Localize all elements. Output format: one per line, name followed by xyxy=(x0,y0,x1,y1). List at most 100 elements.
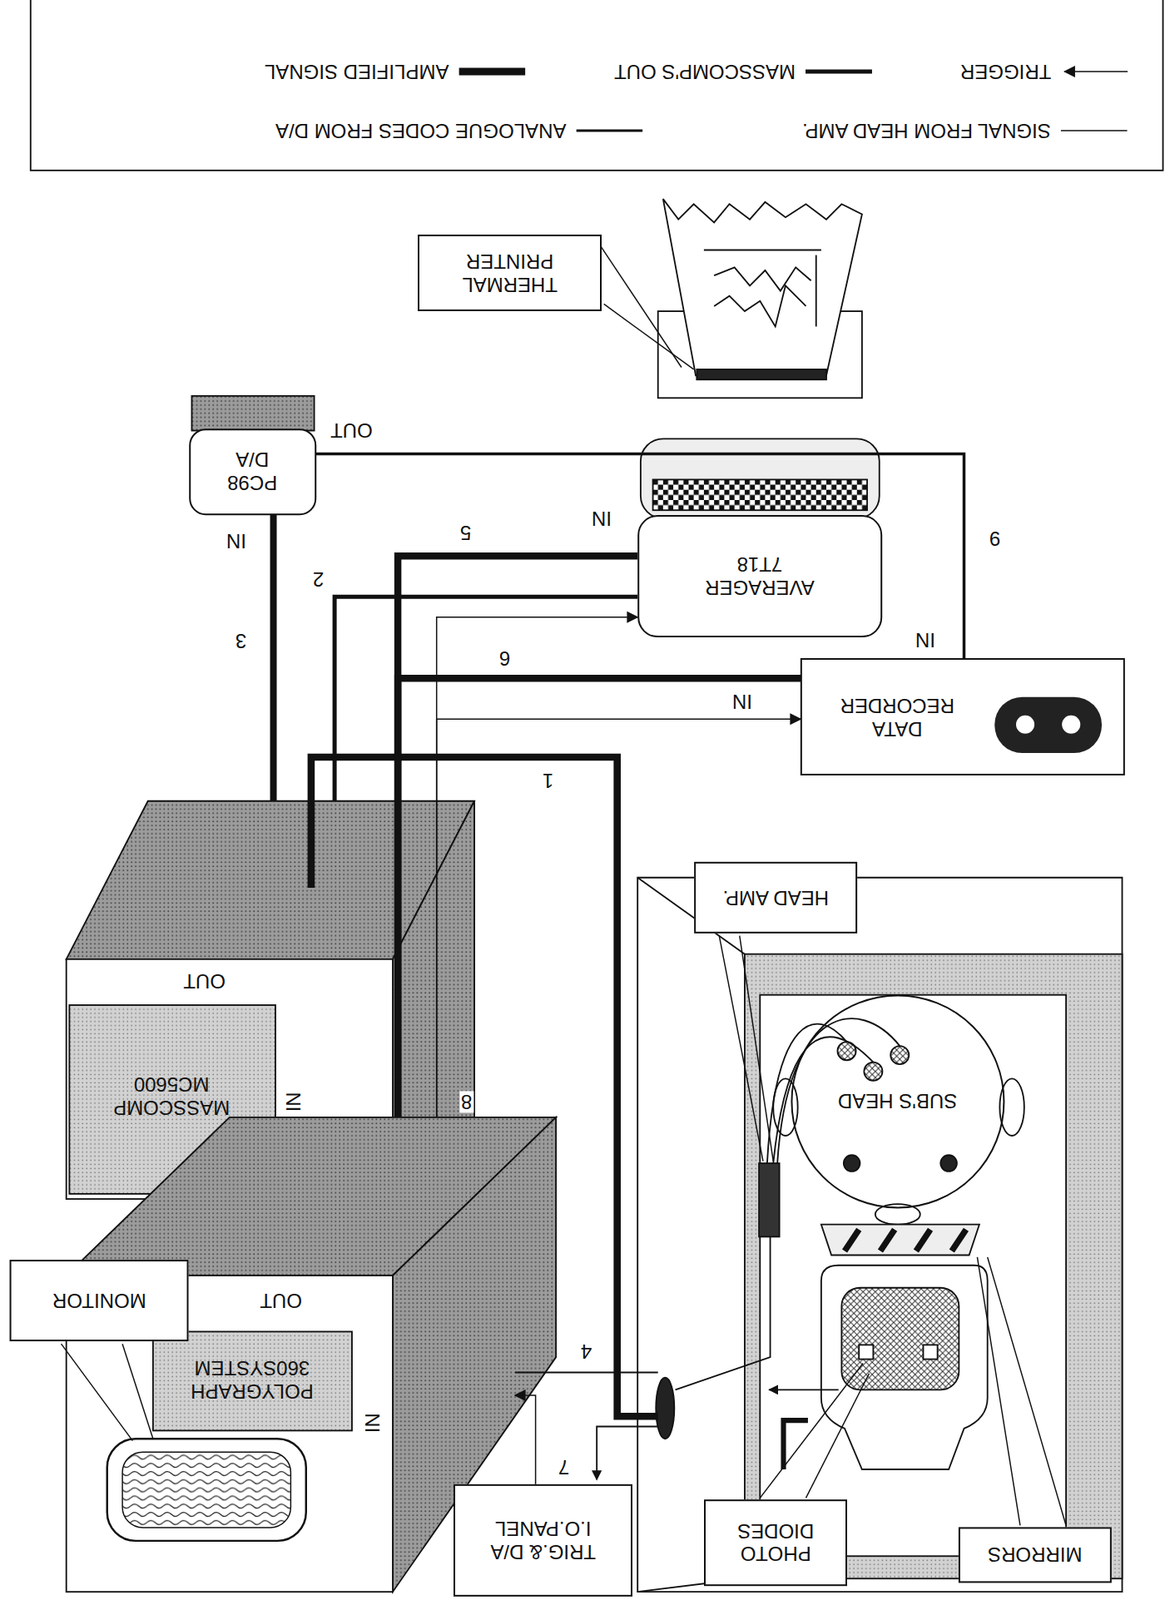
tape-reel xyxy=(1016,715,1035,734)
legend-line xyxy=(459,67,526,75)
booth-wires xyxy=(311,757,659,1480)
callout-number: 8 xyxy=(459,1090,474,1113)
thermal-printer-figure xyxy=(815,255,818,328)
subject-booth xyxy=(940,1155,957,1172)
callout-number: 5 xyxy=(458,521,473,544)
thermal-printer-figure xyxy=(713,267,811,291)
leader-line xyxy=(599,244,682,367)
subject-booth xyxy=(773,1078,798,1136)
legend-text: AMPLIFIED SIGNAL xyxy=(264,59,449,84)
legend-swatch xyxy=(1060,63,1128,80)
port-label: IN xyxy=(913,629,937,651)
subject-booth xyxy=(916,1229,931,1252)
averager-box: AVERAGER 7T18 xyxy=(637,515,883,638)
legend-item: TRIGGER xyxy=(960,59,1128,84)
port-label: IN xyxy=(589,507,614,530)
averager-cap xyxy=(653,479,868,511)
signal-line xyxy=(397,555,638,1117)
thermal-printer-figure xyxy=(663,198,863,376)
node-text: HEAD AMP. xyxy=(722,886,829,910)
node-text: SUB'S HEAD xyxy=(837,1090,957,1114)
booth-wires xyxy=(311,757,659,1417)
node-text: POLYGRAPH 360SYSTEM xyxy=(164,1357,338,1403)
legend-line xyxy=(805,69,873,74)
leader-line xyxy=(739,936,774,1162)
subject-booth xyxy=(858,1344,873,1359)
converter-box: PC98 D/A xyxy=(188,428,317,516)
averager-cap xyxy=(640,438,880,519)
legend-swatch xyxy=(1060,122,1127,139)
subject-booth xyxy=(841,1288,959,1391)
leader-line xyxy=(987,1257,1066,1527)
subject-booth xyxy=(637,877,1122,1592)
callout-number: 1 xyxy=(540,769,556,792)
leader-line xyxy=(759,1363,863,1498)
node-text: DATA RECORDER xyxy=(831,694,964,740)
callout-number: 2 xyxy=(311,568,326,590)
node-text: THERMAL PRINTER xyxy=(425,249,596,296)
legend-item: ANALOGUE CODES FROM D/A xyxy=(275,118,643,143)
booth-wires xyxy=(515,1372,659,1374)
node-text: OUT xyxy=(259,1288,303,1313)
signal-line xyxy=(334,596,638,801)
legend-line xyxy=(576,128,644,132)
callout-number: 7 xyxy=(556,1456,571,1478)
legend-text: ANALOGUE CODES FROM D/A xyxy=(275,118,566,143)
polygraph-cabinet xyxy=(153,1331,352,1431)
signal-line xyxy=(270,515,278,801)
node-text: MIRRORS xyxy=(987,1543,1082,1567)
computer-unit: MASSCOMP MC5600INOUT xyxy=(66,800,475,1199)
subject-booth xyxy=(922,1344,937,1359)
thermal-printer-figure xyxy=(658,198,863,398)
averager-cap xyxy=(640,438,880,519)
legend-swatch xyxy=(576,122,644,139)
legend-line xyxy=(1064,70,1128,73)
node-text: PHOTO DIODES xyxy=(710,1520,841,1567)
subject-booth xyxy=(655,1378,675,1440)
port-label: IN xyxy=(730,690,754,713)
polygraph-unit: POLYGRAPH 360SYSTEM IN OUT xyxy=(66,1116,516,1592)
booth-wires xyxy=(596,1427,659,1481)
recorder-box: DATA RECORDER xyxy=(800,658,1126,776)
legend-frame xyxy=(30,0,1164,171)
callout-number: 6 xyxy=(497,647,512,670)
node-text: IN xyxy=(361,1412,385,1433)
callout-box: MIRRORS xyxy=(958,1526,1112,1583)
head-circle: SUB'S HEAD xyxy=(790,994,1005,1209)
subject-booth xyxy=(863,1062,883,1081)
node-text: AVERAGER 7T18 xyxy=(693,553,826,600)
legend-swatch xyxy=(459,63,526,80)
port-label: OUT xyxy=(328,419,375,442)
callout-box: MONITOR xyxy=(9,1259,189,1342)
legend-text: MASSCOMP'S OUT xyxy=(614,59,796,84)
tape-reel xyxy=(994,697,1102,754)
monitor-screen xyxy=(107,1438,307,1542)
subject-booth xyxy=(890,1046,909,1065)
converter-top xyxy=(191,396,314,432)
legend-item: SIGNAL FROM HEAD AMP. xyxy=(802,118,1128,143)
node-text: TRIG.& D/A I.O.PANEL xyxy=(461,1516,627,1563)
callout-box: PHOTO DIODES xyxy=(703,1499,848,1587)
subject-booth xyxy=(759,995,1066,1557)
subject-booth xyxy=(951,1229,967,1252)
monitor-screen xyxy=(122,1452,291,1528)
legend-text: SIGNAL FROM HEAD AMP. xyxy=(802,118,1051,143)
callout-number: 3 xyxy=(233,629,248,652)
subject-booth xyxy=(758,1163,780,1237)
thermal-printer-figure xyxy=(703,249,822,252)
port-label: IN xyxy=(224,530,248,552)
subject-booth xyxy=(675,1236,771,1390)
converter-top xyxy=(191,396,314,432)
leader-line xyxy=(61,244,1067,1526)
subject-booth xyxy=(637,877,1122,1592)
node-text: PC98 D/A xyxy=(216,448,288,495)
subject-booth xyxy=(821,1224,980,1256)
callout-number: 9 xyxy=(987,527,1002,550)
subject-booth xyxy=(768,1388,838,1391)
leader-line xyxy=(604,303,695,369)
legend-text: TRIGGER xyxy=(960,59,1051,84)
thermal-printer-figure xyxy=(696,369,827,380)
subject-booth xyxy=(843,1155,861,1172)
callout-box: THERMAL PRINTER xyxy=(417,234,602,312)
